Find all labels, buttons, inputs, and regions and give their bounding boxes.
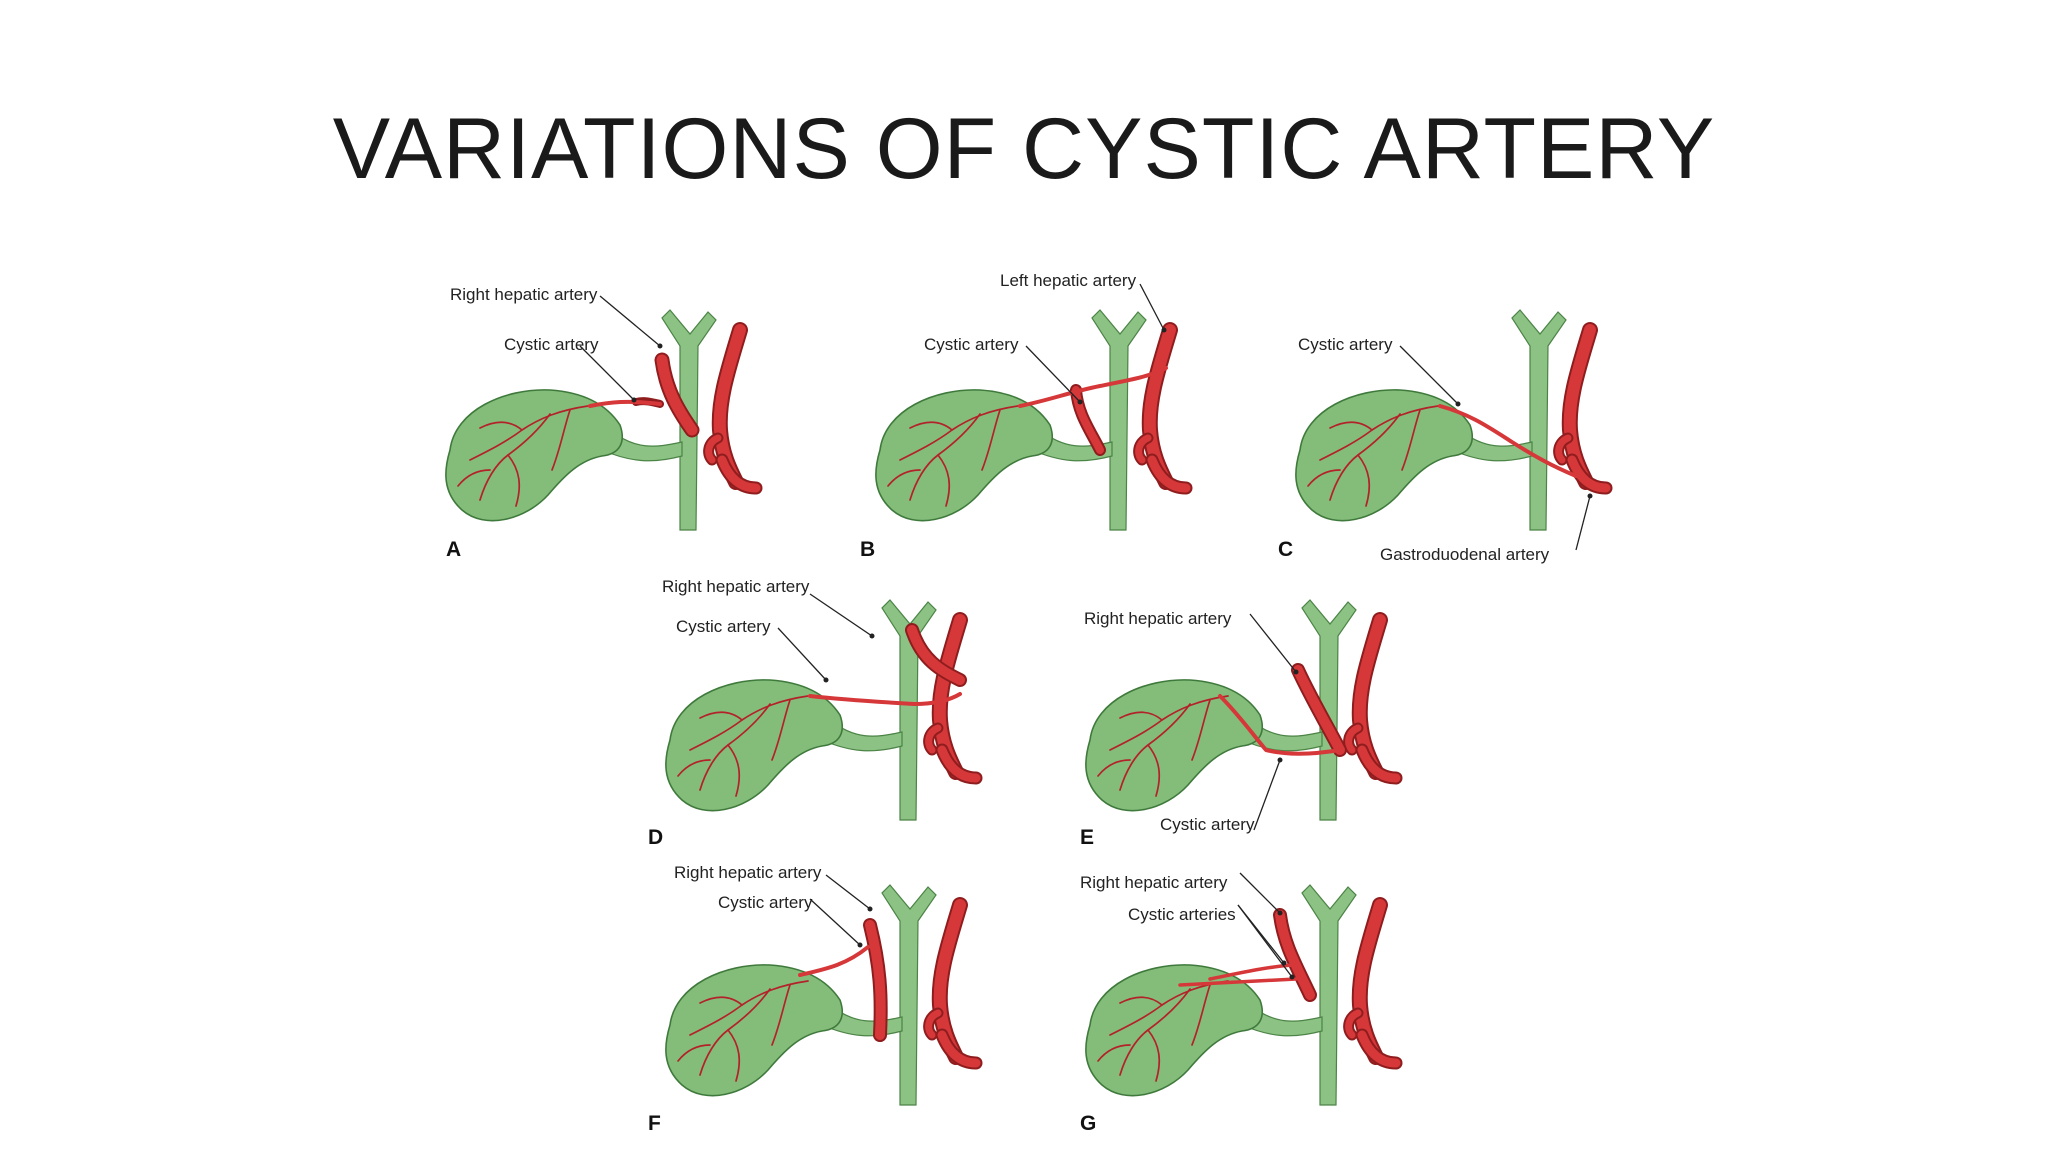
panel-b (876, 283, 1186, 530)
panel-g-letter: G (1080, 1112, 1096, 1135)
panel-b-label-cystic-artery: Cystic artery (924, 335, 1019, 354)
panel-e-label-cystic-artery: Cystic artery (1160, 815, 1255, 834)
panel-f-letter: F (648, 1112, 661, 1135)
panel-e-label-right-hepatic-artery: Right hepatic artery (1084, 609, 1232, 628)
panel-c-label-gastroduodenal-artery: Gastroduodenal artery (1380, 545, 1550, 564)
panel-c-letter: C (1278, 538, 1293, 561)
panel-f (666, 874, 976, 1105)
panel-a (446, 295, 756, 530)
panel-d-label-right-hepatic-artery: Right hepatic artery (662, 577, 810, 596)
panel-b-letter: B (860, 538, 875, 561)
panel-a-label-cystic-artery: Cystic artery (504, 335, 599, 354)
panel-c (1296, 310, 1606, 551)
panel-g-label-cystic-arteries: Cystic arteries (1128, 905, 1236, 924)
panel-e (1086, 600, 1396, 831)
panel-d (666, 594, 976, 820)
panel-e-letter: E (1080, 826, 1094, 849)
panel-d-letter: D (648, 826, 663, 849)
panel-a-letter: A (446, 538, 461, 561)
panel-g-label-right-hepatic-artery: Right hepatic artery (1080, 873, 1228, 892)
panel-c-label-cystic-artery: Cystic artery (1298, 335, 1393, 354)
slide-title: VARIATIONS OF CYSTIC ARTERY (332, 101, 1716, 197)
panel-b-label-left-hepatic-artery: Left hepatic artery (1000, 271, 1137, 290)
panel-g (1086, 872, 1396, 1105)
panel-f-label-right-hepatic-artery: Right hepatic artery (674, 863, 822, 882)
panel-a-label-right-hepatic-artery: Right hepatic artery (450, 285, 598, 304)
panel-d-label-cystic-artery: Cystic artery (676, 617, 771, 636)
panel-f-label-cystic-artery: Cystic artery (718, 893, 813, 912)
